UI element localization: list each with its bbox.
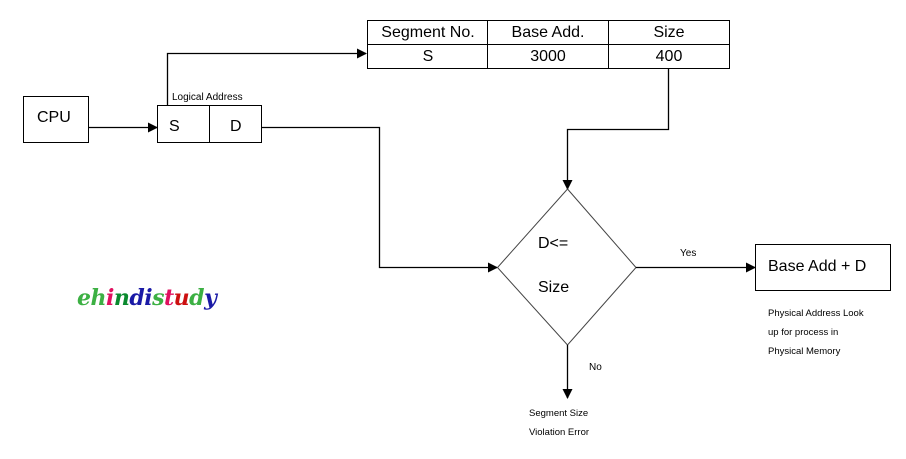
cpu-label: CPU [37, 109, 71, 126]
watermark-letter: d [129, 285, 145, 311]
watermark-logo: ehindistudy [77, 285, 217, 311]
physical-address-box [755, 244, 891, 291]
note-line: Violation Error [529, 427, 590, 438]
size-to-decision-arrow [562, 69, 670, 190]
watermark-letter: e [77, 285, 91, 311]
note-line: Physical Address Look [768, 308, 864, 319]
watermark-letter: t [164, 285, 174, 311]
watermark-letter: n [113, 285, 130, 311]
table-cell-base: 3000 [530, 48, 566, 65]
physical-address-label: Base Add + D [768, 258, 867, 275]
offset-field-label: D [230, 118, 242, 135]
watermark-letter: y [204, 285, 217, 311]
watermark-letter: h [90, 285, 107, 311]
segment-table [367, 20, 730, 69]
cpu-box [23, 96, 89, 143]
watermark-letter: s [152, 285, 164, 311]
note-line: Segment Size [529, 408, 589, 419]
yes-label: Yes [680, 248, 697, 259]
watermark-letter: d [189, 285, 205, 311]
offset-to-decision-arrow [262, 126, 498, 273]
segment-to-table-arrow [166, 48, 367, 105]
decision-line-2: Size [538, 279, 570, 296]
note-line: up for process in [768, 327, 839, 338]
error-note: Segment Size Violation Error [529, 404, 589, 442]
decision-diamond [496, 188, 637, 346]
table-cell-segment: S [422, 48, 434, 65]
table-cell-size: 400 [655, 48, 683, 65]
note-line: Physical Memory [768, 346, 841, 357]
no-label: No [589, 362, 602, 373]
segment-field-label: S [169, 118, 180, 135]
watermark-letter: i [106, 285, 114, 311]
table-header-size: Size [653, 24, 685, 41]
watermark-letter: u [173, 285, 190, 311]
table-header-segment-no: Segment No. [381, 24, 475, 41]
decision-line-1: D<= [538, 235, 569, 252]
physical-address-note: Physical Address Look up for process in … [768, 304, 864, 361]
logical-address-caption: Logical Address [172, 92, 243, 103]
table-header-base-address: Base Add. [511, 24, 585, 41]
watermark-letter: i [144, 285, 153, 311]
